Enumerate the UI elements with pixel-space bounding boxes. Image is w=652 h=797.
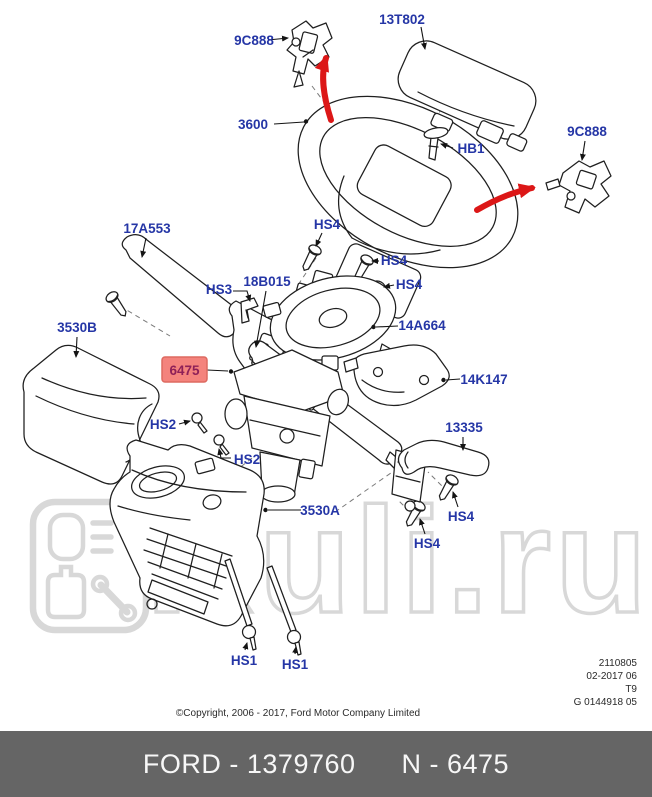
part-label-hb1: HB1 — [457, 141, 484, 156]
drawing-code-2: 02-2017 06 — [586, 671, 637, 682]
part-label-hs4-1: HS4 — [314, 217, 341, 232]
interlock-lever — [391, 439, 490, 512]
drawing-codes: 2110805 02-2017 06 T9 G 0144918 05 — [574, 658, 638, 708]
part-label-hs4-2: HS4 — [381, 253, 408, 268]
drawing-code-4: G 0144918 05 — [574, 697, 638, 708]
clip-9c888-right — [545, 160, 612, 214]
part-label-hs2-1: HS2 — [150, 417, 176, 432]
part-label-hs4-5: HS4 — [414, 536, 441, 551]
part-label-14a664: 14A664 — [398, 318, 446, 333]
drawing-code-1: 2110805 — [599, 658, 638, 669]
leader-lines — [73, 26, 586, 655]
headlight-icon — [47, 512, 86, 562]
highlighted-part-label-6475: 6475 — [161, 356, 208, 383]
hs1-screws — [224, 558, 302, 656]
hs2-screws — [191, 412, 230, 456]
part-label-17a553: 17A553 — [123, 221, 171, 236]
part-label-hs1-1: HS1 — [231, 653, 258, 668]
shroud-ribs — [143, 527, 233, 600]
drawing-code-3: T9 — [625, 684, 637, 695]
lower-column-shroud — [109, 439, 265, 627]
footer-brand-code: FORD - 1379760 — [142, 748, 356, 779]
part-label-14k147: 14K147 — [460, 372, 507, 387]
install-arrows — [314, 54, 536, 213]
steering-column-lock-housing — [224, 349, 350, 503]
part-label-hs2-2: HS2 — [234, 452, 260, 467]
part-label-18b015: 18B015 — [243, 274, 291, 289]
airbag-module — [397, 40, 537, 152]
part-label-3600: 3600 — [238, 117, 268, 132]
copyright-notice: ©Copyright, 2006 - 2017, Ford Motor Comp… — [176, 708, 420, 719]
part-label-hs1-2: HS1 — [282, 657, 309, 672]
part-label-hs4-4: HS4 — [448, 509, 475, 524]
install-arrow-up — [314, 54, 334, 123]
footer-part-code: N - 6475 — [401, 748, 510, 779]
part-label-13335: 13335 — [445, 420, 483, 435]
hb1-screw — [423, 127, 449, 161]
wrench-icon — [90, 574, 138, 623]
hs3-pin — [240, 297, 259, 324]
install-arrow-right — [474, 183, 536, 213]
footer-part-bar: FORD - 1379760 N - 6475 — [0, 731, 652, 797]
part-label-13t802: 13T802 — [379, 12, 425, 27]
part-label-hs3: HS3 — [206, 282, 233, 297]
part-label-3530a: 3530A — [300, 503, 340, 518]
part-label-9c888-right: 9C888 — [567, 124, 607, 139]
light-beams-icon — [90, 520, 114, 554]
part-labels: 9C888 13T802 3600 HB1 9C888 17A553 HS4 H… — [57, 12, 607, 672]
column-cover-plate — [343, 344, 450, 407]
clockspring — [262, 269, 397, 371]
part-label-6475-text: 6475 — [169, 363, 200, 378]
oil-can-icon — [45, 564, 87, 620]
part-label-9c888-top: 9C888 — [234, 33, 274, 48]
part-label-3530b: 3530B — [57, 320, 97, 335]
part-label-hs4-3: HS4 — [396, 277, 423, 292]
steering-wheel — [297, 95, 519, 319]
exploded-parts-diagram: Ruli.ru — [22, 12, 649, 719]
